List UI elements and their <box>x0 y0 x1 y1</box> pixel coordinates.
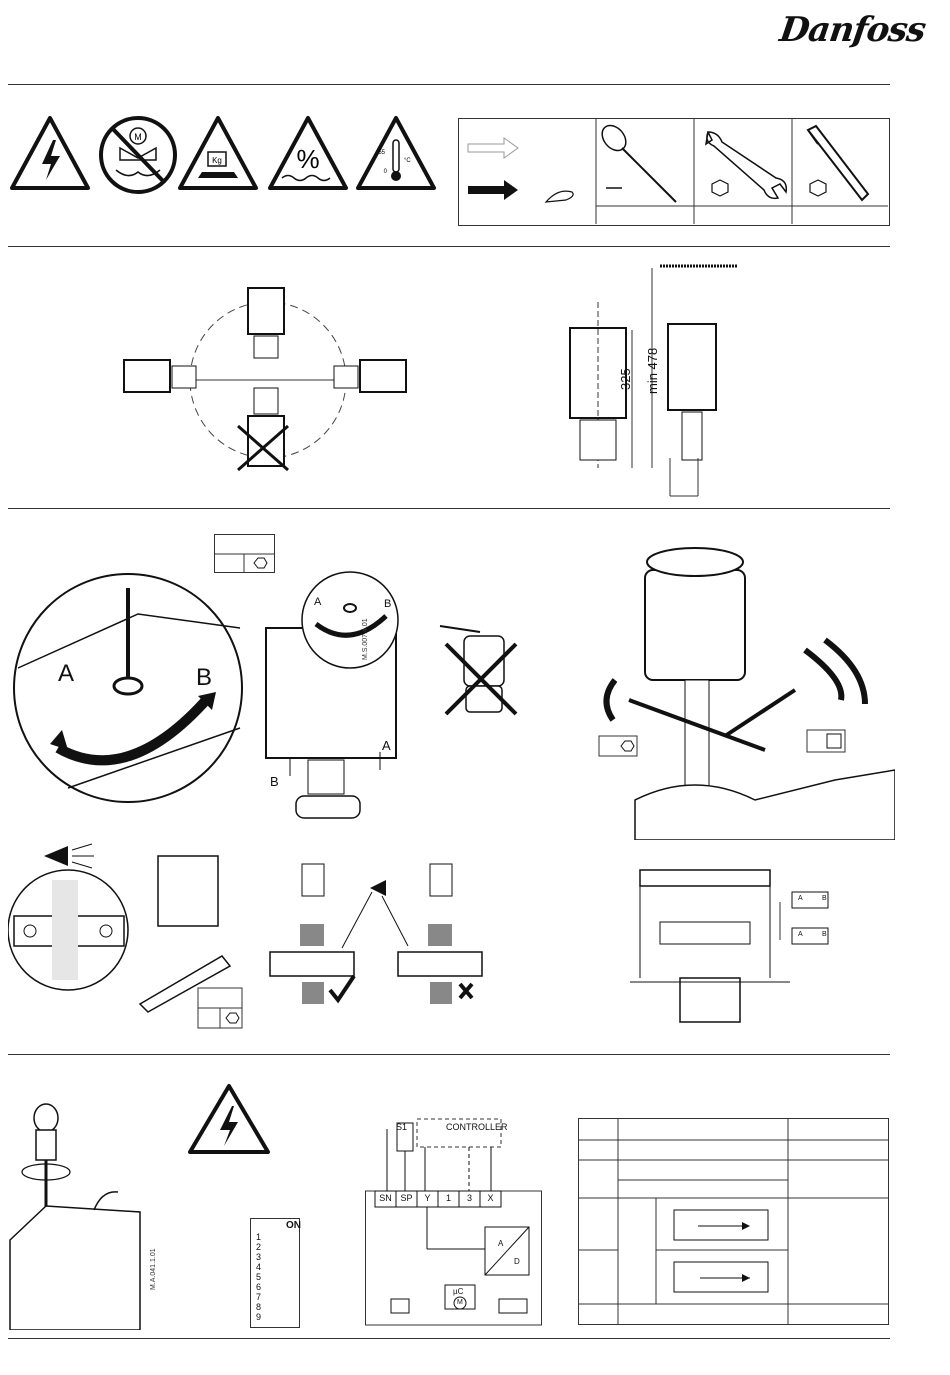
controller-label: CONTROLLER <box>446 1122 508 1132</box>
svg-text:55: 55 <box>378 150 385 156</box>
tools-panel-drawing <box>458 118 890 226</box>
override-small-a: A <box>314 596 321 608</box>
clearance-dimension-label: min 478 <box>645 348 660 394</box>
divider-top <box>8 84 890 85</box>
divider-4 <box>8 1054 890 1055</box>
stem-direction-a: A <box>382 738 391 753</box>
no-lifting-by-actuator-icon: M <box>101 118 175 192</box>
terminal-1: 1 <box>438 1193 459 1203</box>
svg-text:°C: °C <box>404 158 411 164</box>
manual-override-diagram <box>8 568 508 828</box>
settings-table <box>578 1118 890 1326</box>
dimension-drawing <box>560 258 760 498</box>
drawing-code: M.S.007.4.01 <box>362 618 369 660</box>
high-voltage-warning-icon <box>12 118 88 188</box>
terminal-sn: SN <box>375 1193 396 1203</box>
micro-controller-label: µC <box>453 1287 463 1296</box>
no-power-drill-icon <box>436 610 526 720</box>
port-b-upper: B <box>822 895 827 902</box>
override-label-b: B <box>196 664 212 692</box>
safety-icons-row: M Kg % 55 0 °C <box>8 110 448 200</box>
terminal-labels: SN SP Y 1 3 X <box>375 1193 501 1203</box>
height-dimension-label: 325 <box>618 368 633 390</box>
hex-tool-box <box>214 534 276 574</box>
motor-label: M <box>457 1299 463 1306</box>
override-small-b: B <box>384 598 391 610</box>
flat-screwdriver-icon <box>597 121 676 202</box>
switch-label: S1 <box>396 1122 407 1132</box>
open-end-wrench-icon <box>706 132 786 198</box>
terminal-3: 3 <box>459 1193 480 1203</box>
divider-bottom <box>8 1338 890 1339</box>
svg-text:M: M <box>134 132 142 142</box>
cover-drawing-code: M.A.041.1.01 <box>150 1248 157 1290</box>
terminal-y: Y <box>417 1193 438 1203</box>
weight-handling-icon: Kg <box>180 118 256 188</box>
dip-numbers: 1 2 3 4 5 6 7 8 9 <box>256 1232 261 1322</box>
svg-text:Kg: Kg <box>212 156 222 165</box>
ad-label-a: A <box>498 1239 503 1248</box>
divider-3 <box>8 508 890 509</box>
port-b-lower: B <box>822 931 827 938</box>
divider-2 <box>8 246 890 247</box>
valve-stroke-diagram <box>630 866 870 1026</box>
svg-text:0: 0 <box>384 169 388 175</box>
terminal-sp: SP <box>396 1193 417 1203</box>
coupling-check-diagram <box>268 858 498 1028</box>
terminal-x: X <box>480 1193 501 1203</box>
humidity-percent-icon: % <box>270 118 346 188</box>
stem-direction-b: B <box>270 774 279 789</box>
ad-label-d: D <box>514 1257 520 1266</box>
cover-removal-diagram <box>6 1100 146 1330</box>
port-a-upper: A <box>798 895 803 902</box>
electrical-warning-icon <box>186 1082 272 1156</box>
svg-text:%: % <box>296 144 319 174</box>
mounting-orientation-diagram <box>120 280 420 480</box>
actuator-mounting-diagram <box>595 540 895 840</box>
temperature-icon: 55 0 °C <box>358 118 434 188</box>
port-a-lower: A <box>798 931 803 938</box>
danfoss-logo: Danfoss <box>777 10 927 50</box>
dip-on-label: ON <box>286 1220 301 1231</box>
override-label-a: A <box>58 660 74 688</box>
hex-key-icon <box>808 126 868 200</box>
stem-coupling-diagram <box>8 836 258 1036</box>
